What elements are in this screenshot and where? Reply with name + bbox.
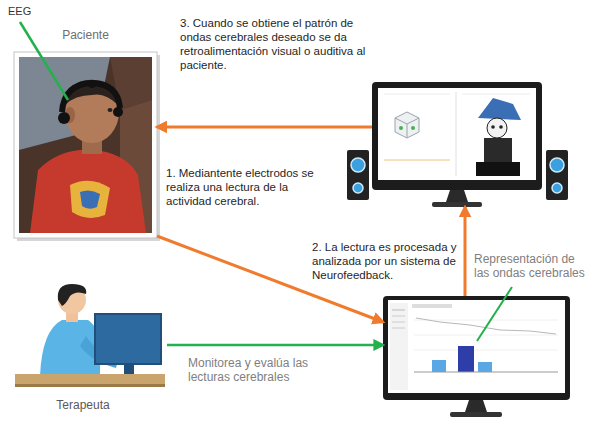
flow-arrow [167,344,383,347]
callout-label: EEG [8,4,48,18]
therapist-figure [15,284,165,387]
flow-arrow [157,126,372,129]
node-heading: Terapeuta [15,398,151,412]
step-label: Monitorea y evalúa las lecturas cerebral… [188,356,348,384]
speaker [347,150,369,200]
step-label: 2. La lectura es procesada y analizada p… [312,240,460,282]
speaker [546,150,568,200]
photo-frame: Paciente [14,28,157,238]
eeg-leader [20,22,68,100]
callout-label: Representación de las ondas cerebrales [474,252,588,280]
feedback-monitor [372,82,542,207]
patient-photo [14,52,160,241]
monitor [372,82,542,207]
neurofeedback-monitor [383,296,570,417]
step-label: 1. Mediantente electrodos se realiza una… [166,166,316,208]
flow-arrow [464,207,467,296]
chart-leader [477,287,512,341]
monitor [383,296,570,418]
therapist-box: Terapeuta [15,282,167,416]
node-heading: Paciente [14,28,157,42]
step-label: 3. Cuando se obtiene el patrón de ondas … [180,16,368,72]
